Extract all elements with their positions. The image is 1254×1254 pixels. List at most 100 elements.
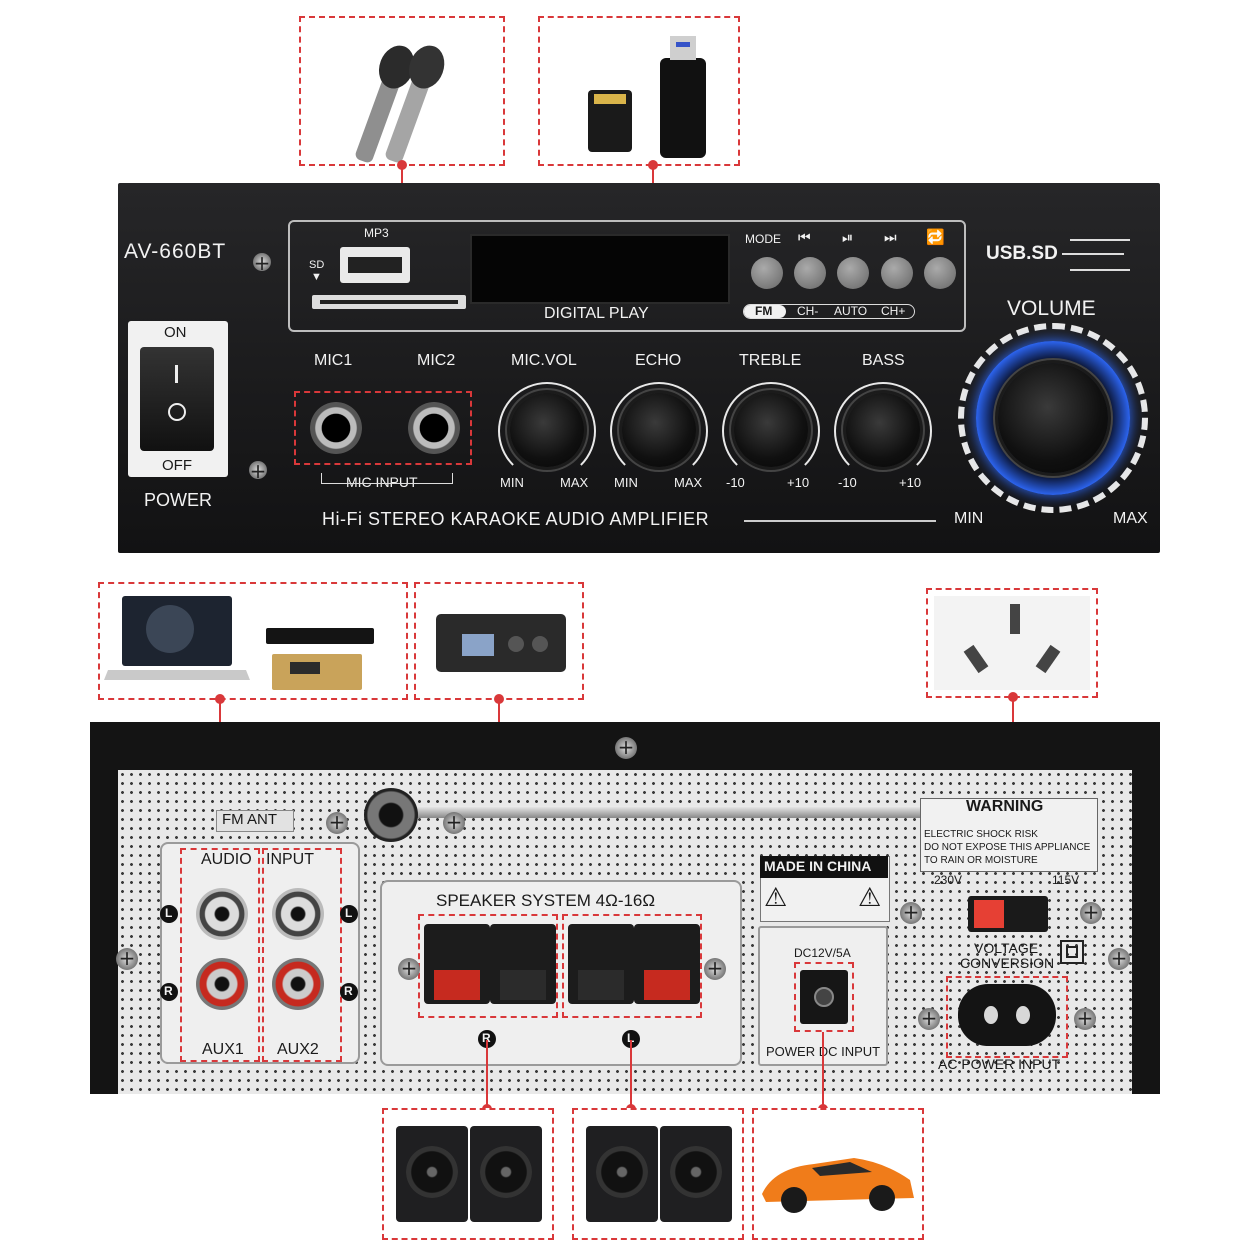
fm-ant-label: FM ANT <box>222 811 277 828</box>
speaker-l-plus-terminal[interactable] <box>634 924 700 1004</box>
rear-screw-left <box>116 946 138 970</box>
rear-screw-ant-right <box>443 810 465 834</box>
echo-knob[interactable] <box>622 393 696 467</box>
r-badge-left <box>160 983 178 1001</box>
microphones-box <box>299 16 505 166</box>
speaker-l-highlight <box>562 914 702 1018</box>
speaker-r-minus-terminal[interactable] <box>490 924 556 1004</box>
speaker-image-1 <box>396 1126 468 1222</box>
repeat-icon: 🔁 <box>926 229 945 246</box>
mic-vol-label: MIC.VOL <box>511 352 577 369</box>
switch-i-mark <box>175 365 178 383</box>
aux2-left-jack[interactable] <box>272 888 324 940</box>
microphones-image <box>355 45 445 163</box>
l-badge-speaker <box>622 1030 640 1048</box>
speaker-r-plus-terminal[interactable] <box>424 924 490 1004</box>
digital-display <box>470 234 730 304</box>
bass-max: +10 <box>899 475 922 490</box>
sd-card-slot[interactable] <box>312 295 466 309</box>
treble-knob[interactable] <box>734 393 808 467</box>
fm-antenna-base[interactable] <box>364 788 418 842</box>
dc-input-highlight <box>794 962 854 1032</box>
bass-knob[interactable] <box>846 393 920 467</box>
speaker-system-label: SPEAKER SYSTEM 4Ω-16Ω <box>436 891 656 910</box>
repeat-button[interactable] <box>924 257 956 289</box>
sd-arrow-icon: ▼ <box>311 271 322 283</box>
car-box <box>752 1108 924 1240</box>
sd-usb-image <box>588 36 706 158</box>
play-pause-icon: ⏯ <box>842 229 854 245</box>
speakers-right-box <box>382 1108 554 1240</box>
ac-power-input-label: AC POWER INPUT <box>938 1056 1061 1072</box>
l-label-left: L <box>165 906 173 920</box>
usb-sd-label: USB.SD <box>986 243 1058 264</box>
radio-label-bar <box>743 304 915 319</box>
speaker-image-3 <box>586 1126 658 1222</box>
volume-knob[interactable] <box>998 363 1108 473</box>
r-badge-right <box>340 983 358 1001</box>
115v-label: 115V <box>1052 873 1080 887</box>
r-badge-speaker <box>478 1030 496 1048</box>
r-label-right: R <box>344 984 353 998</box>
power-label: POWER <box>144 490 213 510</box>
prev-button[interactable] <box>794 257 826 289</box>
speaker-r-label: R <box>482 1031 491 1045</box>
treble-min: -10 <box>726 475 745 490</box>
speaker-image-2 <box>470 1126 542 1222</box>
media-display-frame <box>288 220 966 332</box>
digital-play-label: DIGITAL PLAY <box>544 305 649 322</box>
warning-triangle-left-icon: ⚠ <box>764 882 788 912</box>
mode-button[interactable] <box>751 257 783 289</box>
speaker-l-minus-terminal[interactable] <box>568 924 634 1004</box>
mic2-jack[interactable] <box>408 402 460 454</box>
aux1-highlight <box>180 848 260 1062</box>
mic-vol-knob[interactable] <box>510 393 584 467</box>
speaker-screw-right <box>704 956 726 980</box>
mic-input-label: MIC INPUT <box>346 474 418 490</box>
ch-minus-label: CH- <box>797 304 819 318</box>
front-screw-top <box>253 251 271 275</box>
tagline: Hi-Fi STEREO KARAOKE AUDIO AMPLIFIER <box>322 509 710 529</box>
volume-min: MIN <box>954 510 984 527</box>
mic1-jack[interactable] <box>310 402 362 454</box>
mode-label: MODE <box>745 232 781 246</box>
media-connector-line <box>652 166 654 196</box>
aux2-highlight <box>262 848 342 1062</box>
treble-max: +10 <box>787 475 810 490</box>
laptop-dvd-image <box>104 596 374 690</box>
conversion-label: CONVERSION <box>960 955 1055 971</box>
warning-line2: DO NOT EXPOSE THIS APPLIANCE <box>924 842 1091 853</box>
sports-car-image <box>762 1158 914 1213</box>
next-button[interactable] <box>881 257 913 289</box>
warning-label-plate <box>920 798 1098 872</box>
fm-antenna-rod[interactable] <box>404 806 934 818</box>
switch-o-mark <box>168 403 186 421</box>
prev-icon: ⏮ <box>798 229 811 245</box>
power-switch[interactable] <box>140 347 214 451</box>
aux1-right-jack[interactable] <box>196 958 248 1010</box>
aux1-label: AUX1 <box>202 1041 244 1058</box>
dc-power-jack[interactable] <box>800 970 848 1024</box>
auto-label: AUTO <box>834 304 868 318</box>
aux2-right-jack[interactable] <box>272 958 324 1010</box>
rear-screw-ant-left <box>326 810 348 834</box>
speaker-screw-left <box>398 956 420 980</box>
fm-badge <box>744 305 786 318</box>
front-screw-bottom <box>249 459 267 483</box>
r-label-left: R <box>164 984 173 998</box>
wall-socket-box <box>926 588 1098 698</box>
play-pause-button[interactable] <box>837 257 869 289</box>
usb-port[interactable] <box>340 247 410 283</box>
voltage-switch[interactable] <box>968 896 1048 932</box>
audio-input-plate <box>160 842 360 1064</box>
ac-power-socket[interactable] <box>958 984 1056 1046</box>
volume-ring <box>958 323 1148 513</box>
aux1-left-jack[interactable] <box>196 888 248 940</box>
ac-input-highlight <box>946 976 1068 1058</box>
ch-plus-label: CH+ <box>881 304 906 318</box>
l-badge-left <box>160 905 178 923</box>
treble-label: TREBLE <box>739 352 802 369</box>
next-icon: ⏭ <box>884 229 897 245</box>
bass-min: -10 <box>838 475 857 490</box>
audio-label: AUDIO <box>201 851 252 868</box>
